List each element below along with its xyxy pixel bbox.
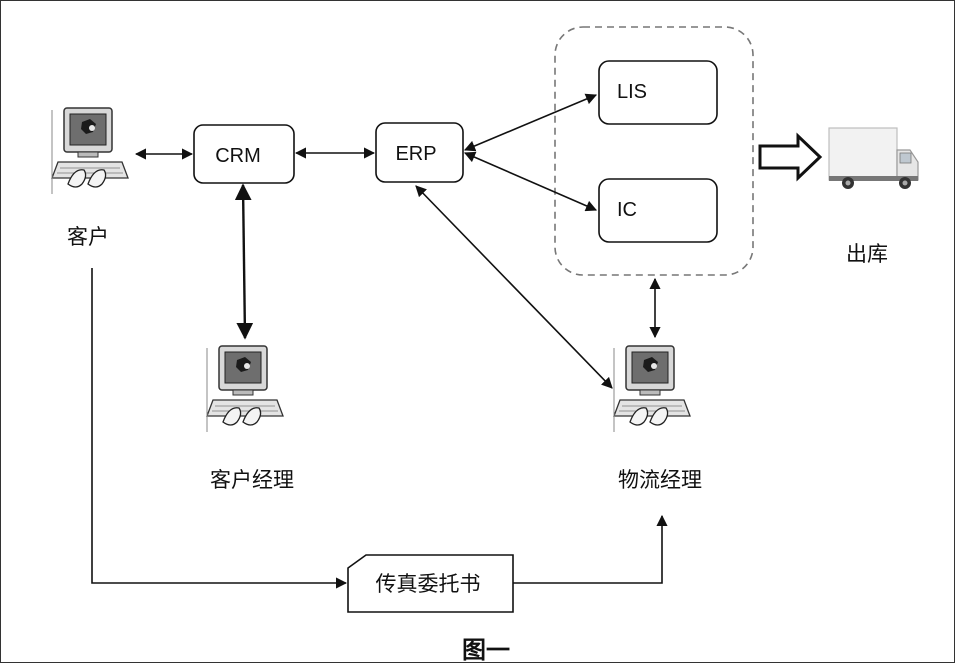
erp-logistics-arrow	[415, 185, 613, 389]
crm-box	[193, 124, 295, 184]
fax-logistics-connector	[513, 514, 668, 584]
erp-ic-arrow	[463, 151, 598, 212]
erp-lis-arrow	[463, 93, 598, 152]
crm-label: CRM	[215, 145, 261, 167]
computer-user-icon	[613, 345, 691, 433]
warehouse-system-group	[554, 26, 754, 276]
delivery-truck-icon	[828, 127, 919, 189]
lis-box	[598, 60, 718, 125]
lis-label: LIS	[617, 81, 647, 103]
erp-box	[375, 122, 464, 183]
customer-label: 客户	[67, 225, 109, 249]
customer-fax-connector	[91, 268, 348, 589]
fax-document-box	[347, 554, 514, 613]
computer-user-icon	[206, 345, 284, 433]
computer-user-icon	[51, 107, 129, 195]
customer-manager-label: 客户经理	[210, 468, 294, 492]
ic-label: IC	[617, 199, 637, 221]
outbound-label: 出库	[846, 242, 888, 266]
logistics-manager-label: 物流经理	[618, 468, 702, 492]
figure-caption: 图一	[462, 636, 510, 663]
crm-manager-arrow	[234, 183, 254, 340]
erp-label: ERP	[395, 143, 436, 165]
fax-label: 传真委托书	[376, 572, 481, 596]
hollow-right-arrow-icon	[758, 132, 823, 182]
